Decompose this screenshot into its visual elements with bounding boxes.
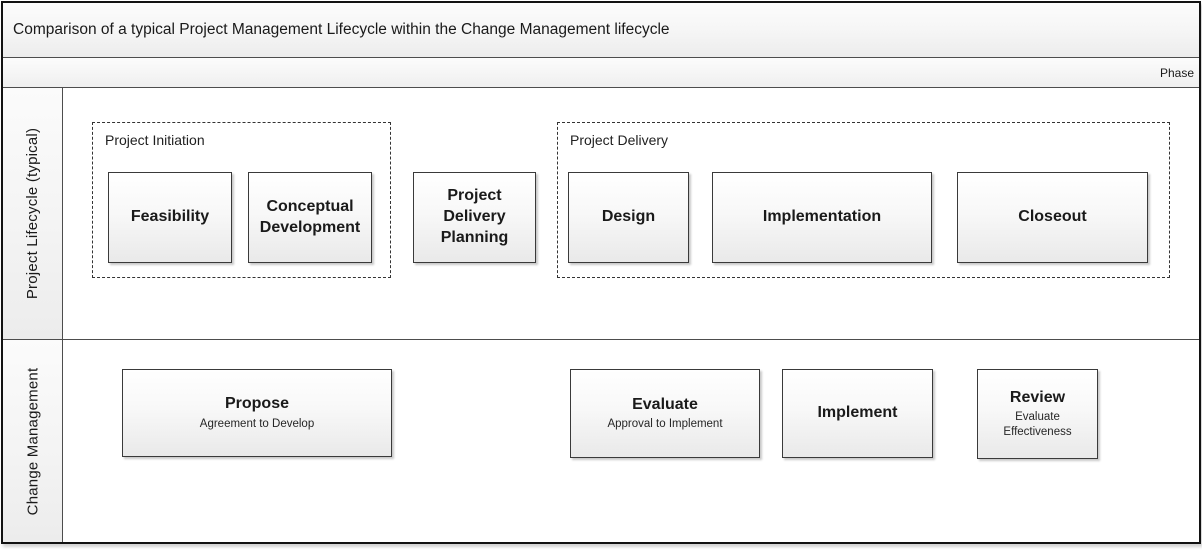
phase-label: Phase xyxy=(1159,65,1194,80)
lane-content-change-management: Propose Agreement to Develop Evaluate Ap… xyxy=(63,340,1199,542)
box-review-subtitle: Evaluate Effectiveness xyxy=(1003,411,1072,439)
box-implement-title: Implement xyxy=(817,404,898,422)
lane-change-management: Change Management Propose Agreement to D… xyxy=(3,340,1199,542)
diagram-title: Comparison of a typical Project Manageme… xyxy=(13,21,670,38)
box-implement: Implement xyxy=(782,369,933,458)
phase-bar: Phase xyxy=(3,58,1199,88)
box-feasibility-title: Feasibility xyxy=(130,208,210,226)
box-design-title: Design xyxy=(601,208,656,226)
lane-project-lifecycle: Project Lifecycle (typical) Project Init… xyxy=(3,88,1199,340)
lane-label-change-management: Change Management xyxy=(3,340,63,542)
swimlanes: Project Lifecycle (typical) Project Init… xyxy=(3,88,1199,542)
lane-label-project-lifecycle: Project Lifecycle (typical) xyxy=(3,88,63,339)
lane-label-change-management-text: Change Management xyxy=(24,367,42,515)
box-project-delivery-planning-title: Project Delivery Planning xyxy=(440,187,509,246)
lane-label-project-lifecycle-text: Project Lifecycle (typical) xyxy=(24,127,42,300)
group-project-initiation-label: Project Initiation xyxy=(105,132,205,148)
box-closeout: Closeout xyxy=(957,172,1148,263)
box-propose-title: Propose xyxy=(224,395,289,413)
box-implementation-title: Implementation xyxy=(762,208,882,226)
box-project-delivery-planning: Project Delivery Planning xyxy=(413,172,536,263)
box-propose-subtitle: Agreement to Develop xyxy=(199,417,315,430)
box-conceptual-development: Conceptual Development xyxy=(248,172,372,263)
lane-content-project-lifecycle: Project Initiation Feasibility Conceptua… xyxy=(63,88,1199,339)
box-implementation: Implementation xyxy=(712,172,932,263)
group-project-initiation: Project Initiation xyxy=(92,122,391,278)
box-review: Review Evaluate Effectiveness xyxy=(977,369,1098,459)
box-evaluate: Evaluate Approval to Implement xyxy=(570,369,760,458)
box-conceptual-development-title: Conceptual Development xyxy=(259,197,361,236)
box-design: Design xyxy=(568,172,689,263)
box-review-title: Review xyxy=(1009,388,1066,406)
group-project-delivery: Project Delivery xyxy=(557,122,1170,278)
box-closeout-title: Closeout xyxy=(1018,208,1087,226)
box-propose: Propose Agreement to Develop xyxy=(122,369,392,457)
title-bar: Comparison of a typical Project Manageme… xyxy=(3,3,1199,58)
group-project-delivery-label: Project Delivery xyxy=(570,132,669,148)
box-evaluate-subtitle: Approval to Implement xyxy=(607,418,723,431)
box-evaluate-title: Evaluate xyxy=(632,395,698,413)
box-feasibility: Feasibility xyxy=(108,172,232,263)
